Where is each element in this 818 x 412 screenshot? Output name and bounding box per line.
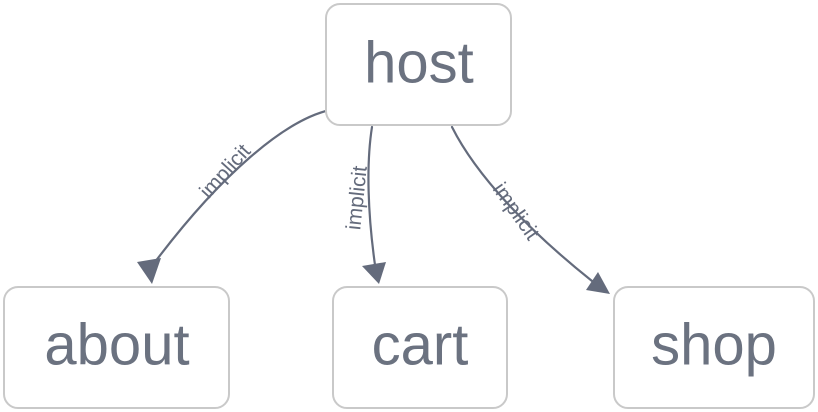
- node-about-shape: [3, 286, 230, 409]
- edge-host-cart[interactable]: implicit: [342, 125, 386, 284]
- node-cart-label: cart: [372, 312, 469, 377]
- edge-host-shop-path: [450, 125, 594, 283]
- node-host-label: host: [364, 30, 474, 95]
- edge-host-cart-arrowhead: [362, 262, 386, 284]
- edge-host-shop[interactable]: implicit: [450, 125, 610, 294]
- node-about-label: about: [44, 312, 189, 377]
- edges-layer: implicit implicit implicit: [137, 108, 610, 294]
- edge-host-cart-label: implicit: [342, 165, 372, 231]
- node-shop-label: shop: [651, 312, 777, 377]
- edge-host-about[interactable]: implicit: [137, 108, 332, 284]
- node-cart[interactable]: cart: [332, 286, 508, 409]
- nodes-layer: host about cart shop: [3, 3, 815, 409]
- node-shop[interactable]: shop: [613, 286, 815, 409]
- node-about[interactable]: about: [3, 286, 230, 409]
- node-host-shape: [325, 3, 512, 126]
- edge-host-about-arrowhead: [137, 258, 161, 284]
- edge-label-implicit-shop: implicit: [488, 179, 544, 245]
- edge-label-implicit-cart: implicit: [342, 165, 372, 231]
- edge-label-implicit-about: implicit: [195, 140, 255, 203]
- node-shop-shape: [613, 286, 815, 409]
- edge-host-shop-label: implicit: [488, 179, 544, 245]
- node-cart-shape: [332, 286, 508, 409]
- edge-host-about-path: [150, 108, 332, 268]
- node-host[interactable]: host: [325, 3, 512, 126]
- edge-host-about-label: implicit: [195, 140, 255, 203]
- edge-host-cart-path: [367, 125, 377, 267]
- edge-host-shop-arrowhead: [586, 272, 610, 294]
